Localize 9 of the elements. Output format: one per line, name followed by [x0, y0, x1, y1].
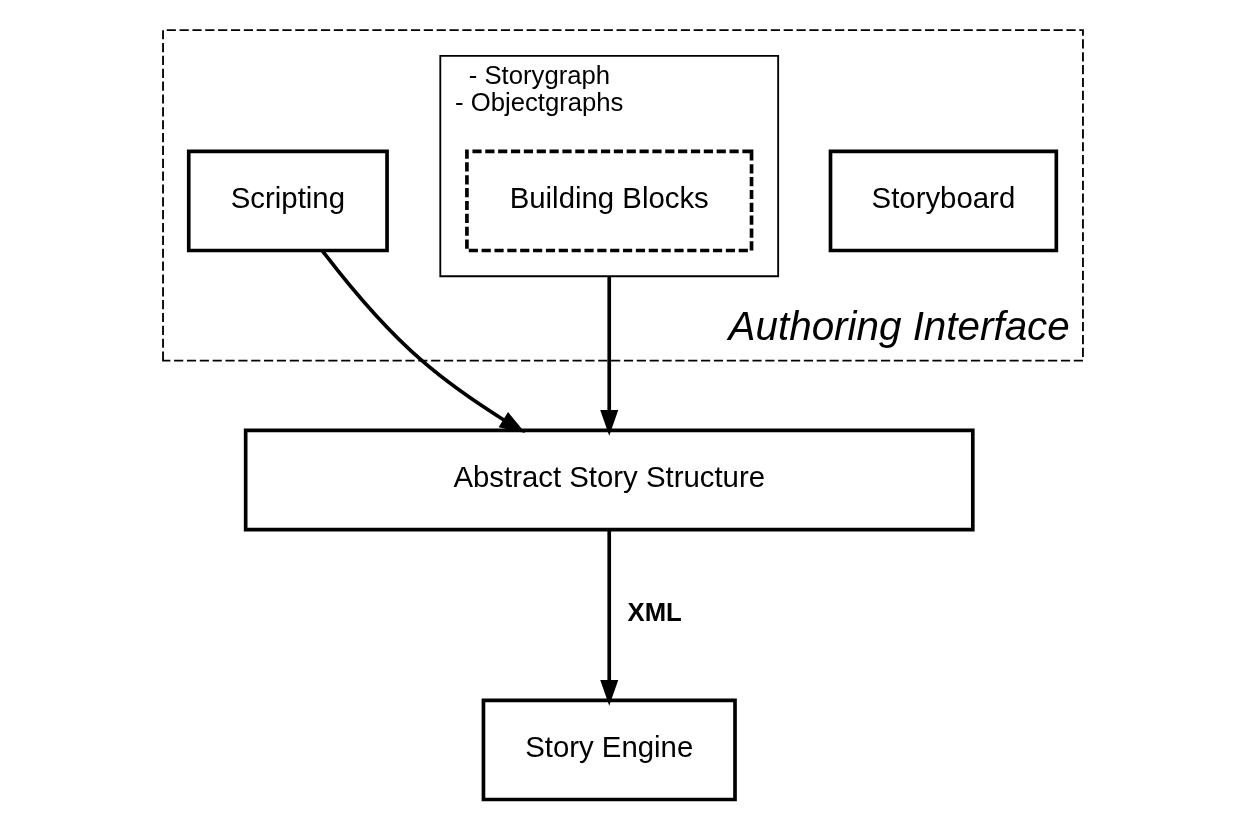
node-box: Story Engine	[481, 698, 737, 802]
node-box: Storyboard	[828, 149, 1058, 253]
edge-label: XML	[627, 597, 682, 626]
arrow	[599, 530, 618, 706]
node-box: Scripting	[186, 149, 389, 253]
arrow	[599, 276, 618, 436]
arrow	[320, 249, 525, 434]
node-box: Building Blocks	[464, 149, 753, 253]
node-box: Abstract Story Structure	[243, 428, 975, 532]
